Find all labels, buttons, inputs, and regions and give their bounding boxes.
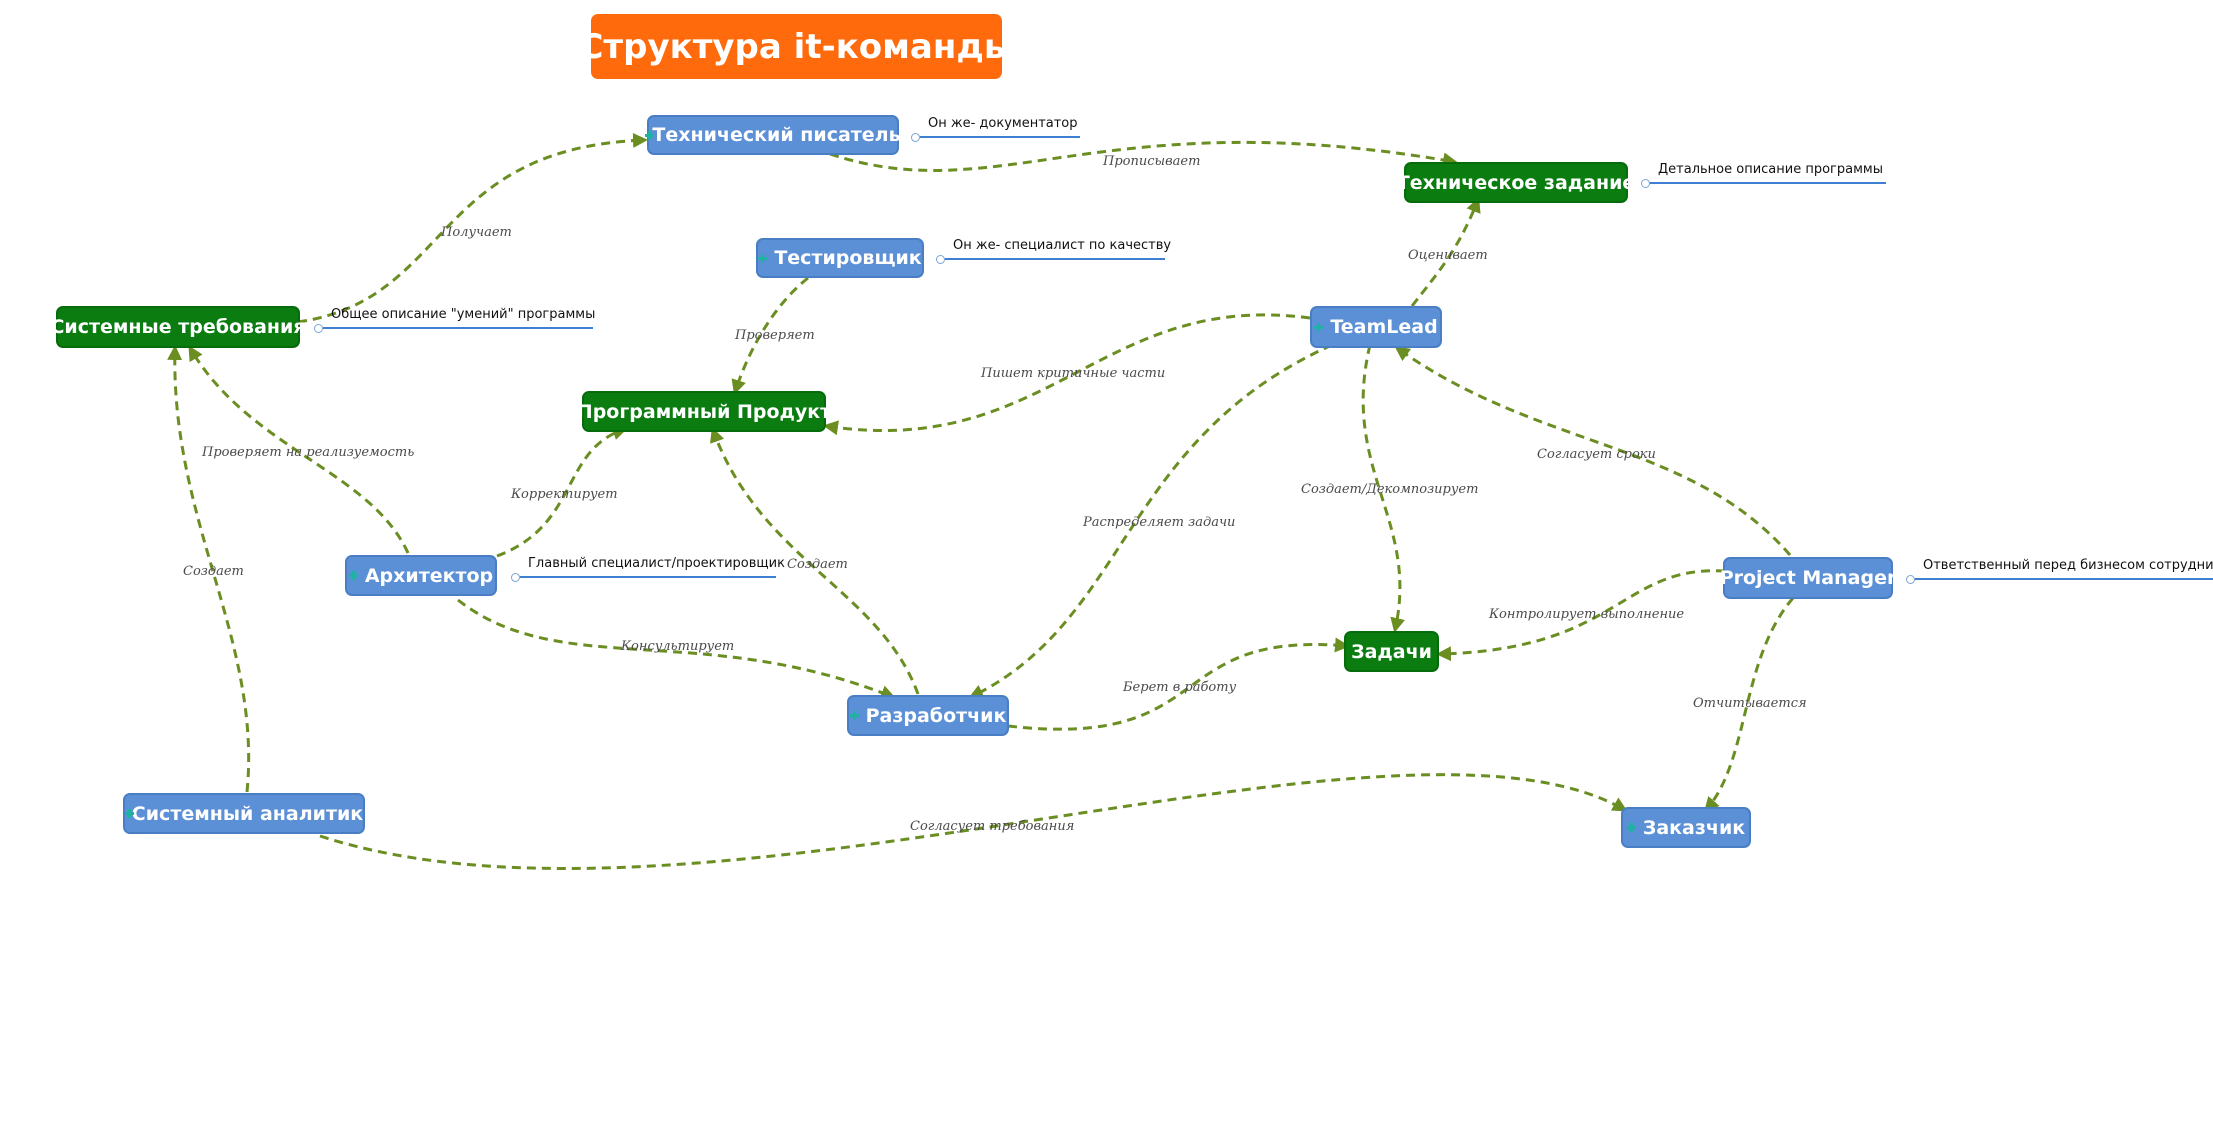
edge-proveryaet[interactable] bbox=[731, 276, 809, 395]
note-underline bbox=[520, 576, 776, 578]
node-label: Системные требования bbox=[50, 316, 306, 338]
node-developer[interactable]: Разработчик bbox=[847, 695, 1009, 736]
note-system-requirements: Общее описание "умений" программы bbox=[314, 307, 596, 333]
note-underline bbox=[1650, 182, 1886, 184]
edge-label-propisyvaet: Прописывает bbox=[1102, 154, 1200, 169]
node-label: Заказчик bbox=[1642, 816, 1746, 839]
edge-label-konsultiruet: Консультирует bbox=[620, 639, 734, 654]
node-software-product[interactable]: Программный Продукт bbox=[577, 391, 831, 432]
edge-otsenivaet[interactable] bbox=[1410, 197, 1481, 307]
edge-label-soglasuet-sroki: Согласует сроки bbox=[1537, 447, 1656, 462]
expand-icon[interactable] bbox=[348, 571, 358, 580]
note-text: Он же- документатор bbox=[928, 116, 1078, 131]
note-text: Общее описание "умений" программы bbox=[331, 307, 596, 322]
node-customer[interactable]: Заказчик bbox=[1621, 807, 1751, 848]
edge-sozdaet-produkt[interactable] bbox=[710, 427, 920, 695]
edge-otchityvaetsya[interactable] bbox=[1704, 597, 1795, 813]
edge-sozdaet-trebovaniya[interactable] bbox=[167, 345, 251, 793]
edge-label-poluchaet: Получает bbox=[440, 225, 512, 240]
node-teamlead[interactable]: TeamLead bbox=[1310, 306, 1442, 348]
note-text: Главный специалист/проектировщик bbox=[528, 556, 785, 571]
note-connector-icon bbox=[511, 573, 520, 582]
note-text: Он же- специалист по качеству bbox=[953, 238, 1172, 253]
edge-label-korrektiruet: Корректирует bbox=[510, 487, 618, 502]
edge-label-proveryaet-na-realizuemost: Проверяет на реализуемость bbox=[201, 445, 414, 460]
node-label: Техническое задание bbox=[1396, 171, 1636, 194]
edge-label-otsenivaet: Оценивает bbox=[1408, 248, 1488, 263]
edge-soglasuet-sroki[interactable] bbox=[1394, 346, 1792, 556]
edge-label-beret-v-rabotu: Берет в работу bbox=[1122, 680, 1237, 695]
diagram-title: Структура it-команды bbox=[578, 14, 1015, 79]
edge-label-soglasuet-trebovaniya: Согласует требования bbox=[910, 819, 1074, 834]
note-underline bbox=[323, 327, 593, 329]
node-tasks[interactable]: Задачи bbox=[1344, 631, 1439, 672]
node-system-requirements[interactable]: Системные требования bbox=[50, 306, 306, 348]
edge-kontroliruet-vypolnenie[interactable] bbox=[1436, 569, 1726, 662]
node-tester[interactable]: Тестировщик bbox=[756, 238, 924, 278]
edge-label-sozdaet-produkt: Создает bbox=[787, 557, 848, 572]
edge-label-raspredelyaet-zadachi: Распределяет задачи bbox=[1082, 515, 1235, 530]
note-underline bbox=[1915, 578, 2213, 580]
expand-icon[interactable] bbox=[849, 711, 859, 720]
edge-label-sozdaet-trebovaniya: Создает bbox=[183, 564, 244, 579]
edge-konsultiruet[interactable] bbox=[457, 598, 896, 700]
note-text: Ответственный перед бизнесом сотрудник bbox=[1923, 558, 2213, 573]
edge-label-proveryaet: Проверяет bbox=[734, 328, 815, 343]
node-label: Архитектор bbox=[364, 564, 494, 587]
note-project-manager: Ответственный перед бизнесом сотрудник bbox=[1906, 558, 2213, 584]
note-connector-icon bbox=[936, 255, 945, 264]
edge-label-pishet-kritichnye-chasti: Пишет критичные части bbox=[980, 366, 1165, 381]
edge-label-kontroliruet-vypolnenie: Контролирует выполнение bbox=[1488, 607, 1684, 622]
edge-propisyvaet[interactable] bbox=[829, 140, 1458, 172]
note-underline bbox=[945, 258, 1165, 260]
node-label: Project Manager bbox=[1719, 567, 1897, 589]
expand-icon[interactable] bbox=[758, 253, 768, 263]
node-tech-writer[interactable]: Технический писатель bbox=[645, 115, 901, 155]
note-connector-icon bbox=[911, 133, 920, 142]
note-connector-icon bbox=[1641, 179, 1650, 188]
edge-beret-v-rabotu[interactable] bbox=[1007, 637, 1350, 731]
expand-icon[interactable] bbox=[1314, 322, 1324, 332]
node-label: TeamLead bbox=[1330, 316, 1438, 338]
node-label: Технический писатель bbox=[652, 124, 901, 146]
node-label: Системный аналитик bbox=[131, 802, 364, 825]
node-architect[interactable]: Архитектор bbox=[345, 555, 497, 596]
note-connector-icon bbox=[314, 324, 323, 333]
note-tech-spec: Детальное описание программы bbox=[1641, 162, 1886, 188]
edge-sozdaet-dekomponiruet[interactable] bbox=[1361, 344, 1405, 633]
edge-proveryaet-na-realizuemost[interactable] bbox=[188, 345, 410, 554]
edge-label-sozdaet-dekomponiruet: Создает/Декомпозирует bbox=[1301, 482, 1478, 497]
note-text: Детальное описание программы bbox=[1658, 162, 1883, 177]
node-label: Задачи bbox=[1351, 640, 1432, 663]
note-underline bbox=[920, 136, 1080, 138]
node-label: Тестировщик bbox=[774, 247, 922, 269]
edge-poluchaet[interactable] bbox=[297, 132, 648, 324]
note-tester: Он же- специалист по качеству bbox=[936, 238, 1171, 264]
edge-raspredelyaet-zadachi[interactable] bbox=[968, 343, 1333, 699]
node-tech-spec[interactable]: Техническое задание bbox=[1397, 162, 1635, 203]
node-system-analyst[interactable]: Системный аналитик bbox=[123, 793, 365, 834]
edge-label-otchityvaetsya: Отчитывается bbox=[1693, 696, 1807, 711]
edge-pishet-kritichnye-chasti[interactable] bbox=[823, 313, 1311, 436]
node-label: Разработчик bbox=[865, 704, 1007, 727]
node-project-manager[interactable]: Project Manager bbox=[1720, 557, 1896, 599]
expand-icon[interactable] bbox=[1626, 823, 1636, 832]
note-architect: Главный специалист/проектировщик bbox=[511, 556, 785, 582]
note-connector-icon bbox=[1906, 575, 1915, 584]
note-tech-writer: Он же- документатор bbox=[911, 116, 1080, 142]
node-label: Программный Продукт bbox=[576, 400, 832, 423]
